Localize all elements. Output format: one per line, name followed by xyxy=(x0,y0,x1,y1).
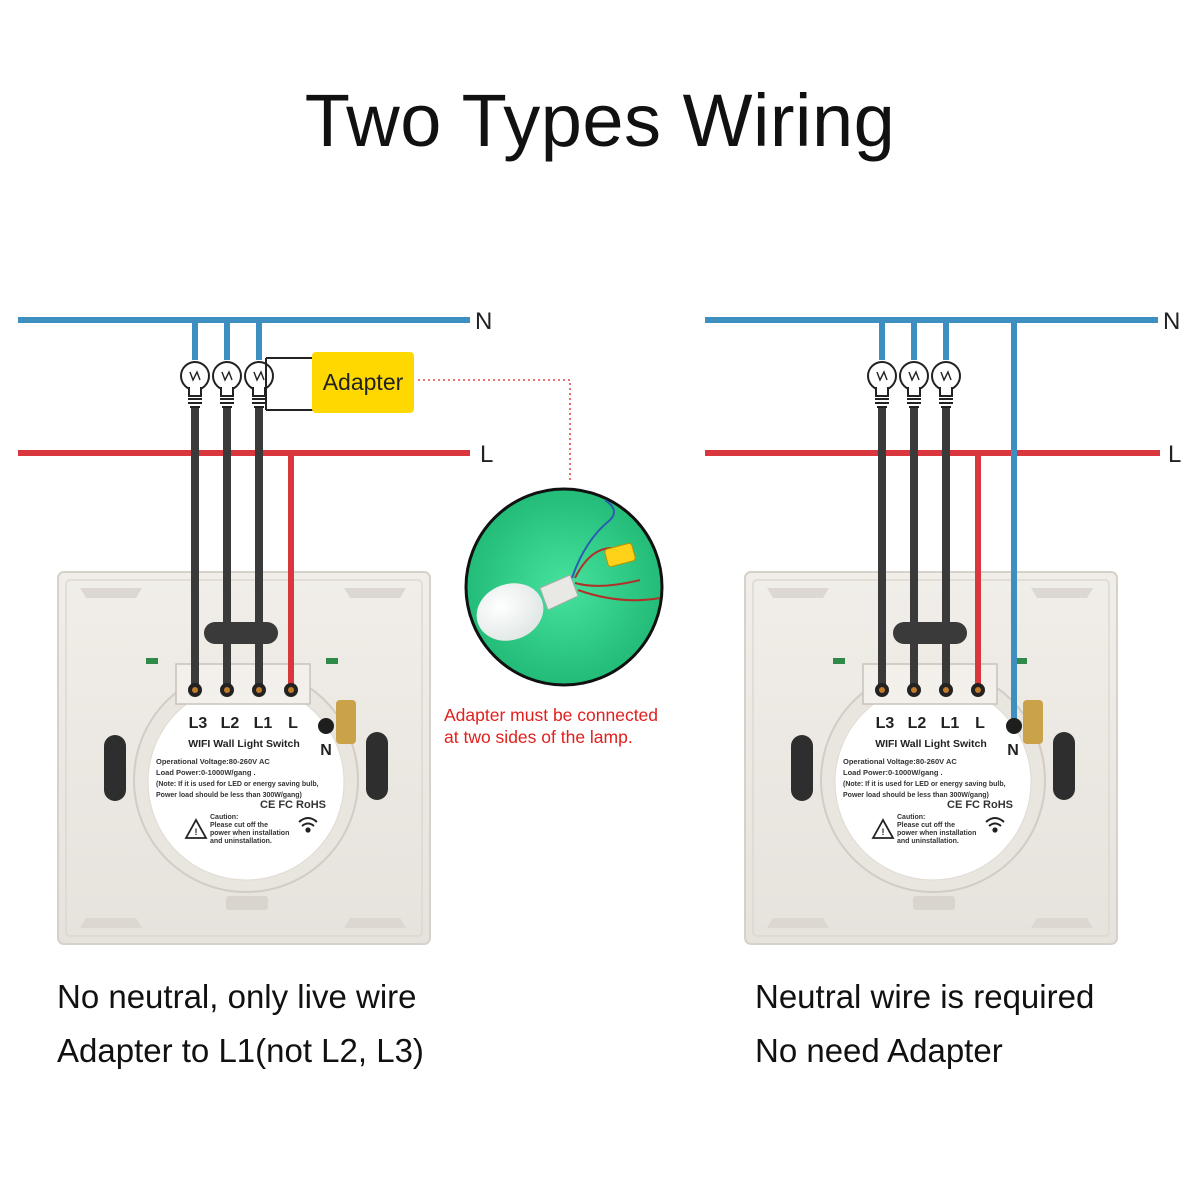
switch-name: WIFI Wall Light Switch xyxy=(875,738,987,750)
wifi-icon xyxy=(298,817,318,833)
caution-line: and uninstallation. xyxy=(210,838,272,845)
svg-text:!: ! xyxy=(195,827,198,837)
terminal-label-l1: L1 xyxy=(254,715,273,732)
spec-line: (Note: If it is used for LED or energy s… xyxy=(156,781,319,788)
lamp-icon xyxy=(931,361,961,408)
spec-line: Power load should be less than 300W/gang… xyxy=(843,792,989,799)
caution-line: Caution: xyxy=(897,814,925,821)
adapter-box xyxy=(312,352,414,413)
spec-line: (Note: If it is used for LED or energy s… xyxy=(843,781,1006,788)
lamp-icon xyxy=(180,361,210,408)
lamp-icon xyxy=(867,361,897,408)
terminal-label-n: N xyxy=(320,742,332,759)
switch-name: WIFI Wall Light Switch xyxy=(188,738,300,750)
caution-line: Please cut off the xyxy=(210,822,268,829)
module-label-right: L3 L2 L1 L N WIFI Wall Light Switch Oper… xyxy=(843,715,1019,845)
right-caption-1: Neutral wire is required xyxy=(755,978,1095,1015)
spec-line: Operational Voltage:80-260V AC xyxy=(843,757,957,766)
terminal-label-l3: L3 xyxy=(189,715,208,732)
cert-marks: CE FC RoHS xyxy=(947,799,1013,811)
caution-line: power when installation xyxy=(210,830,289,837)
terminal-label-l: L xyxy=(288,715,298,732)
spec-line: Load Power:0-1000W/gang . xyxy=(156,768,256,777)
cert-marks: CE FC RoHS xyxy=(260,799,326,811)
left-caption-2: Adapter to L1(not L2, L3) xyxy=(57,1032,424,1069)
terminal-label-l2: L2 xyxy=(221,715,240,732)
terminal-label-l3: L3 xyxy=(876,715,895,732)
live-label-left: L xyxy=(480,441,493,468)
adapter-note-line-2: at two sides of the lamp. xyxy=(444,727,633,747)
svg-text:!: ! xyxy=(882,827,885,837)
warning-icon xyxy=(871,818,895,839)
adapter-illustration xyxy=(418,379,664,687)
neutral-label-left: N xyxy=(475,308,492,335)
right-caption-2: No need Adapter xyxy=(755,1032,1003,1069)
spec-line: Load Power:0-1000W/gang . xyxy=(843,768,943,777)
page-title: Two Types Wiring xyxy=(304,79,896,162)
wifi-icon xyxy=(985,817,1005,833)
spec-line: Power load should be less than 300W/gang… xyxy=(156,792,302,799)
spec-line: Operational Voltage:80-260V AC xyxy=(156,757,270,766)
lamp-icon xyxy=(212,361,242,408)
left-caption-1: No neutral, only live wire xyxy=(57,978,417,1015)
terminal-label-l: L xyxy=(975,715,985,732)
warning-icon xyxy=(184,818,208,839)
left-diagram: L3 L2 L1 L N WIFI Wall Light Switch Oper… xyxy=(18,308,493,945)
lamp-icon xyxy=(244,361,274,408)
switch-panel-right xyxy=(744,571,1118,945)
caution-line: Caution: xyxy=(210,814,238,821)
neutral-label-right: N xyxy=(1163,308,1180,335)
adapter-note-line-1: Adapter must be connected xyxy=(444,705,658,725)
terminal-label-l2: L2 xyxy=(908,715,927,732)
caution-line: power when installation xyxy=(897,830,976,837)
caution-line: Please cut off the xyxy=(897,822,955,829)
switch-panel-left xyxy=(57,571,431,945)
adapter-label: Adapter xyxy=(323,369,404,395)
lamp-icon xyxy=(899,361,929,408)
right-diagram: L3 L2 L1 L N WIFI Wall Light Switch Oper… xyxy=(705,308,1181,945)
live-label-right: L xyxy=(1168,441,1181,468)
module-label-left: L3 L2 L1 L N WIFI Wall Light Switch Oper… xyxy=(156,715,334,845)
terminal-label-l1: L1 xyxy=(941,715,960,732)
terminal-label-n: N xyxy=(1007,742,1019,759)
caution-line: and uninstallation. xyxy=(897,838,959,845)
